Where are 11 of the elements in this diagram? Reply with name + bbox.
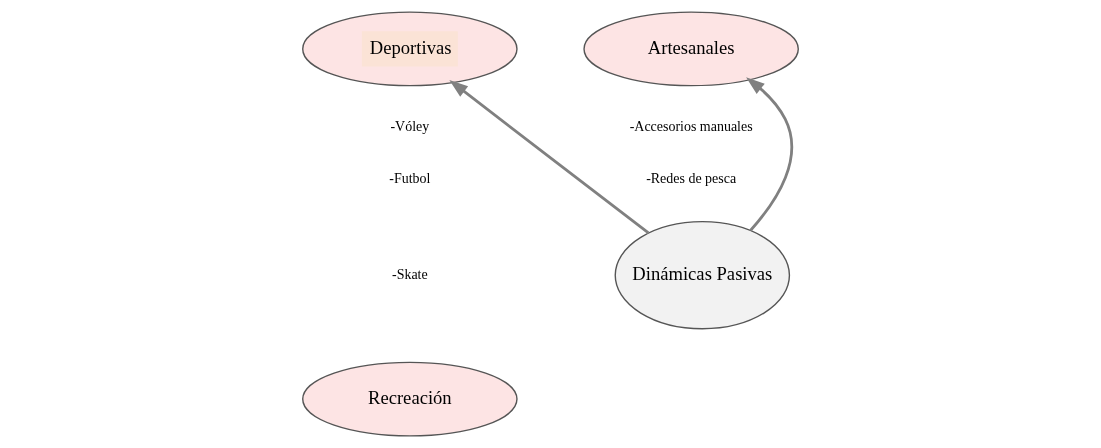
label: -Futbol — [389, 170, 431, 186]
arrow — [449, 80, 650, 235]
label: -Accesorios manuales — [629, 119, 753, 135]
node-ellipse: Recreación — [302, 361, 518, 437]
arrow — [746, 77, 794, 232]
label: -Redes de pesca — [646, 170, 737, 186]
node-ellipse: Artesanales — [583, 11, 799, 87]
label: -Vóley — [390, 119, 430, 135]
label: -Skate — [392, 266, 428, 282]
node-ellipse: Dinámicas Pasivas — [614, 220, 791, 330]
node-ellipse: Deportivas — [302, 11, 518, 87]
